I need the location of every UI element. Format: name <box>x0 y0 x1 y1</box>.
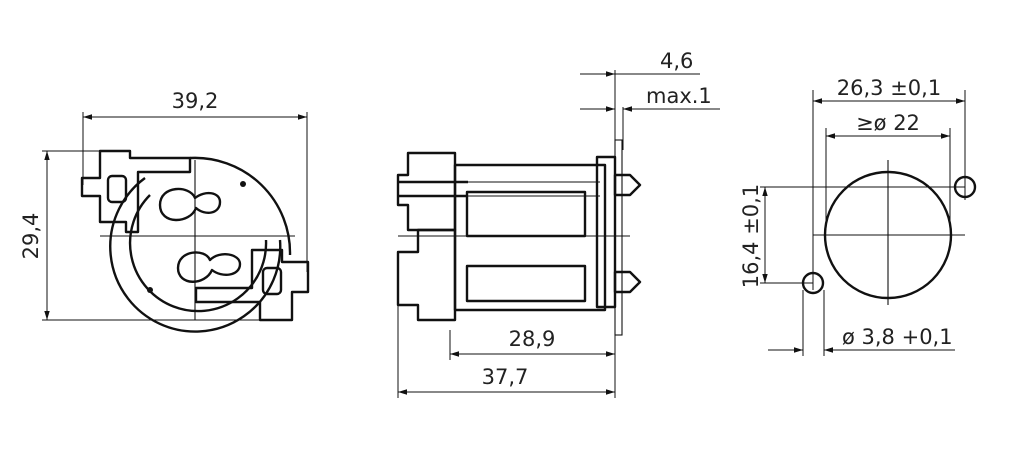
side-connector-lower <box>396 228 457 322</box>
cutout-hole-label: ≥ø 22 <box>856 111 920 135</box>
front-width-label: 39,2 <box>172 89 219 113</box>
cutout-vertical-label: 16,4 ±0,1 <box>739 184 763 288</box>
side-mounting-plate <box>614 139 623 336</box>
front-dot-top <box>240 181 246 187</box>
front-right-clip <box>194 248 310 322</box>
side-offset-label: 4,6 <box>660 49 693 73</box>
front-contact-lower <box>176 251 242 283</box>
cutout-pin-hole-bottom <box>801 271 825 295</box>
side-clip-lower <box>613 270 642 294</box>
cutout-pin-hole-top <box>953 175 977 199</box>
front-ring-inner <box>128 194 268 313</box>
side-total-label: 37,7 <box>482 365 529 389</box>
side-window-lower <box>465 264 587 303</box>
side-view: 4,6 max.1 28,9 37,7 <box>396 49 720 398</box>
front-contact-upper <box>158 187 222 222</box>
side-max-label: max.1 <box>646 84 712 108</box>
side-body-label: 28,9 <box>509 327 556 351</box>
front-left-clip <box>80 149 192 234</box>
side-body <box>453 163 607 312</box>
front-height-label: 29,4 <box>19 213 43 260</box>
front-left-latch <box>106 174 128 204</box>
front-view: 39,2 29,4 <box>19 89 310 333</box>
front-right-latch <box>261 266 283 296</box>
side-connector-upper <box>396 151 457 232</box>
side-clip-upper <box>613 173 642 197</box>
cutout-view: 26,3 ±0,1 ≥ø 22 16,4 ±0,1 ø 3,8 +0,1 <box>739 76 977 356</box>
cutout-pin-label: ø 3,8 +0,1 <box>842 325 953 349</box>
front-dot-bottom <box>147 287 153 293</box>
cutout-pitch-label: 26,3 ±0,1 <box>837 76 941 100</box>
side-window-upper <box>465 190 587 238</box>
front-ring-top <box>189 156 292 256</box>
